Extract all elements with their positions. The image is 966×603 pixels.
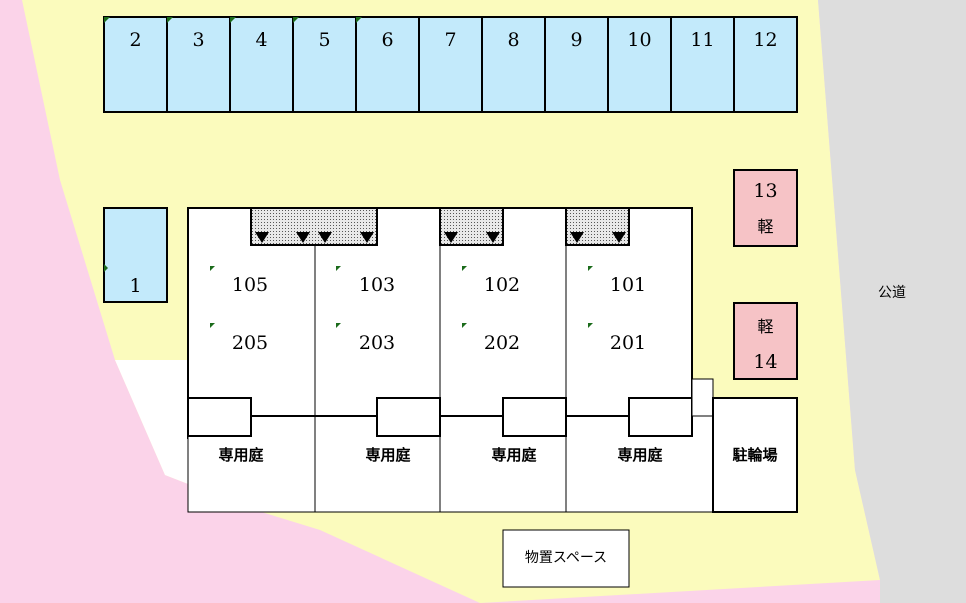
unit-marks: [210, 266, 593, 328]
unit-202: 202: [483, 332, 521, 354]
parking-row: [103, 16, 798, 113]
unit-205: 205: [231, 332, 269, 354]
unit-105: 105: [231, 274, 269, 296]
parking-space-3: [166, 16, 231, 113]
private-garden-101: 専用庭: [617, 446, 663, 464]
parking-8-number: 8: [507, 29, 520, 51]
bicycle-parking-area: [691, 378, 714, 417]
entrance-arrow-icon: [444, 232, 458, 243]
parking-10-number: 10: [627, 29, 652, 51]
parking-13-number: 13: [753, 180, 778, 202]
corner-mark: [167, 17, 173, 23]
entrance-alcoves: [250, 207, 630, 246]
public-road-label: 公道: [878, 285, 906, 301]
entrance-alcove: [250, 207, 378, 246]
corner-mark: [104, 264, 108, 272]
bicycle-parking-label: 駐輪場: [732, 446, 778, 464]
entrance-arrow-icon: [296, 232, 310, 243]
terrace-102: [502, 397, 567, 437]
parking-space-12: [733, 16, 798, 113]
parking-14-number: 14: [753, 351, 778, 373]
corner-mark: [356, 17, 362, 23]
parking-11-number: 11: [690, 29, 715, 51]
parking-4-number: 4: [255, 29, 268, 51]
parking-space-6: [355, 16, 420, 113]
parking-6-number: 6: [381, 29, 394, 51]
unit-102: 102: [483, 274, 521, 296]
entrance-arrow-icon: [570, 232, 584, 243]
parking-13-kei-tag: 軽: [757, 217, 774, 236]
unit-103: 103: [358, 274, 396, 296]
parking-3-number: 3: [192, 29, 205, 51]
parking-9-number: 9: [570, 29, 583, 51]
unit-203: 203: [358, 332, 396, 354]
parking-space-8: [481, 16, 546, 113]
parking-space-5: [292, 16, 357, 113]
parking-1-number: 1: [129, 275, 142, 297]
parking-space-2: [103, 16, 168, 113]
parking-14-kei-tag: 軽: [757, 317, 774, 336]
private-garden-102: 専用庭: [491, 446, 537, 464]
parking-5-number: 5: [318, 29, 331, 51]
bicycle-parking-box: [712, 397, 798, 513]
terrace-105: [187, 397, 252, 437]
corner-mark: [293, 17, 299, 23]
entrance-arrow-icon: [255, 232, 269, 243]
entrance-arrow-icon: [360, 232, 374, 243]
storage-space-label: 物置スペース: [524, 550, 608, 566]
unit-101: 101: [609, 274, 647, 296]
entrance-arrow-icon: [612, 232, 626, 243]
corner-mark: [230, 17, 236, 23]
parking-space-1: [103, 207, 168, 303]
private-garden-103: 専用庭: [365, 446, 411, 464]
parking-space-14: [733, 302, 798, 380]
public-road: [818, 0, 966, 603]
parking-12-number: 12: [753, 29, 778, 51]
parking-space-13: [733, 169, 798, 247]
unit-201: 201: [609, 332, 647, 354]
corner-mark: [104, 17, 110, 23]
terrace-103: [376, 397, 441, 437]
parking-space-10: [607, 16, 672, 113]
entrance-arrow-icon: [318, 232, 332, 243]
entrance-arrow-icon: [486, 232, 500, 243]
private-garden-105: 専用庭: [218, 446, 264, 464]
storage-box: [502, 529, 630, 588]
terrace-101: [628, 397, 693, 437]
parking-2-number: 2: [129, 29, 142, 51]
parking-7-number: 7: [444, 29, 457, 51]
lower-left-ground: [115, 360, 255, 512]
